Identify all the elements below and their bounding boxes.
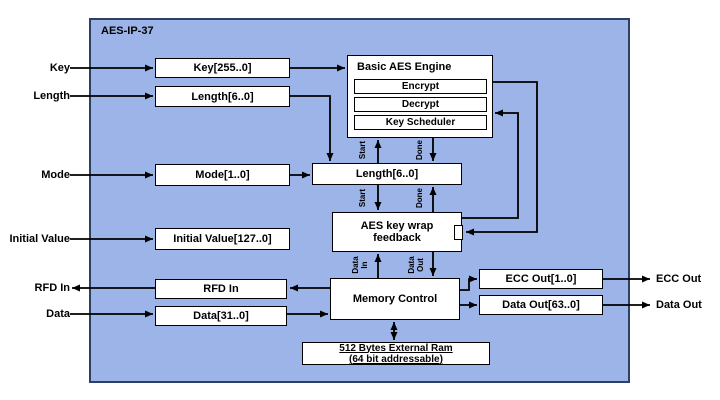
wire-keywrap-to-engine <box>462 109 519 219</box>
block-decrypt: Decrypt <box>354 97 487 112</box>
panel-title: AES-IP-37 <box>101 25 154 37</box>
port-label-mode: Mode <box>41 169 70 181</box>
port-label-length: Length <box>33 90 70 102</box>
wire-engine-to-keywrap <box>466 81 538 236</box>
port-label-initial-value: Initial Value <box>9 233 70 245</box>
port-label-rfd-in: RFD In <box>34 282 70 294</box>
block-encrypt: Encrypt <box>354 79 487 94</box>
block-mode-register: Mode[1..0] <box>155 164 290 186</box>
signal-label-start-upper: Start <box>358 140 367 160</box>
block-length-register: Length[6..0] <box>155 86 290 107</box>
ram-label-line1: 512 Bytes External Ram <box>339 342 453 354</box>
wire-memctrl-to-eccreg <box>460 275 477 291</box>
signal-label-data-out: Data Out <box>407 256 425 274</box>
signal-label-done-lower: Done <box>415 188 424 208</box>
block-key-register: Key[255..0] <box>155 58 290 78</box>
port-label-data: Data <box>46 308 70 320</box>
block-external-ram: 512 Bytes External Ram (64 bit addressab… <box>302 342 490 365</box>
block-memory-control: Memory Control <box>330 278 460 320</box>
port-label-key: Key <box>49 62 70 74</box>
signal-label-done-upper: Done <box>415 140 424 160</box>
block-data-register: Data[31..0] <box>155 306 287 326</box>
block-aes-key-wrap-feedback: AES key wrap feedback <box>332 212 462 252</box>
signal-label-data-in: Data In <box>351 256 369 274</box>
port-label-ecc-out: ECC Out <box>656 273 702 285</box>
block-basic-aes-engine: Basic AES Engine Encrypt Decrypt Key Sch… <box>347 55 493 138</box>
block-ecc-out-register: ECC Out[1..0] <box>479 269 603 289</box>
block-key-scheduler: Key Scheduler <box>354 115 487 130</box>
basic-aes-engine-title: Basic AES Engine <box>357 61 452 73</box>
block-data-out-register: Data Out[63..0] <box>479 295 603 315</box>
signal-label-start-lower: Start <box>358 188 367 208</box>
key-wrap-input-port <box>454 225 463 240</box>
wire-lengthreg-to-lengthctrl <box>290 95 334 161</box>
block-rfd-in: RFD In <box>155 279 287 299</box>
port-label-data-out: Data Out <box>656 299 702 311</box>
ram-label-line2: (64 bit addressable) <box>349 353 443 365</box>
block-initial-value-register: Initial Value[127..0] <box>155 228 290 250</box>
block-length-controller: Length[6..0] <box>312 163 462 185</box>
